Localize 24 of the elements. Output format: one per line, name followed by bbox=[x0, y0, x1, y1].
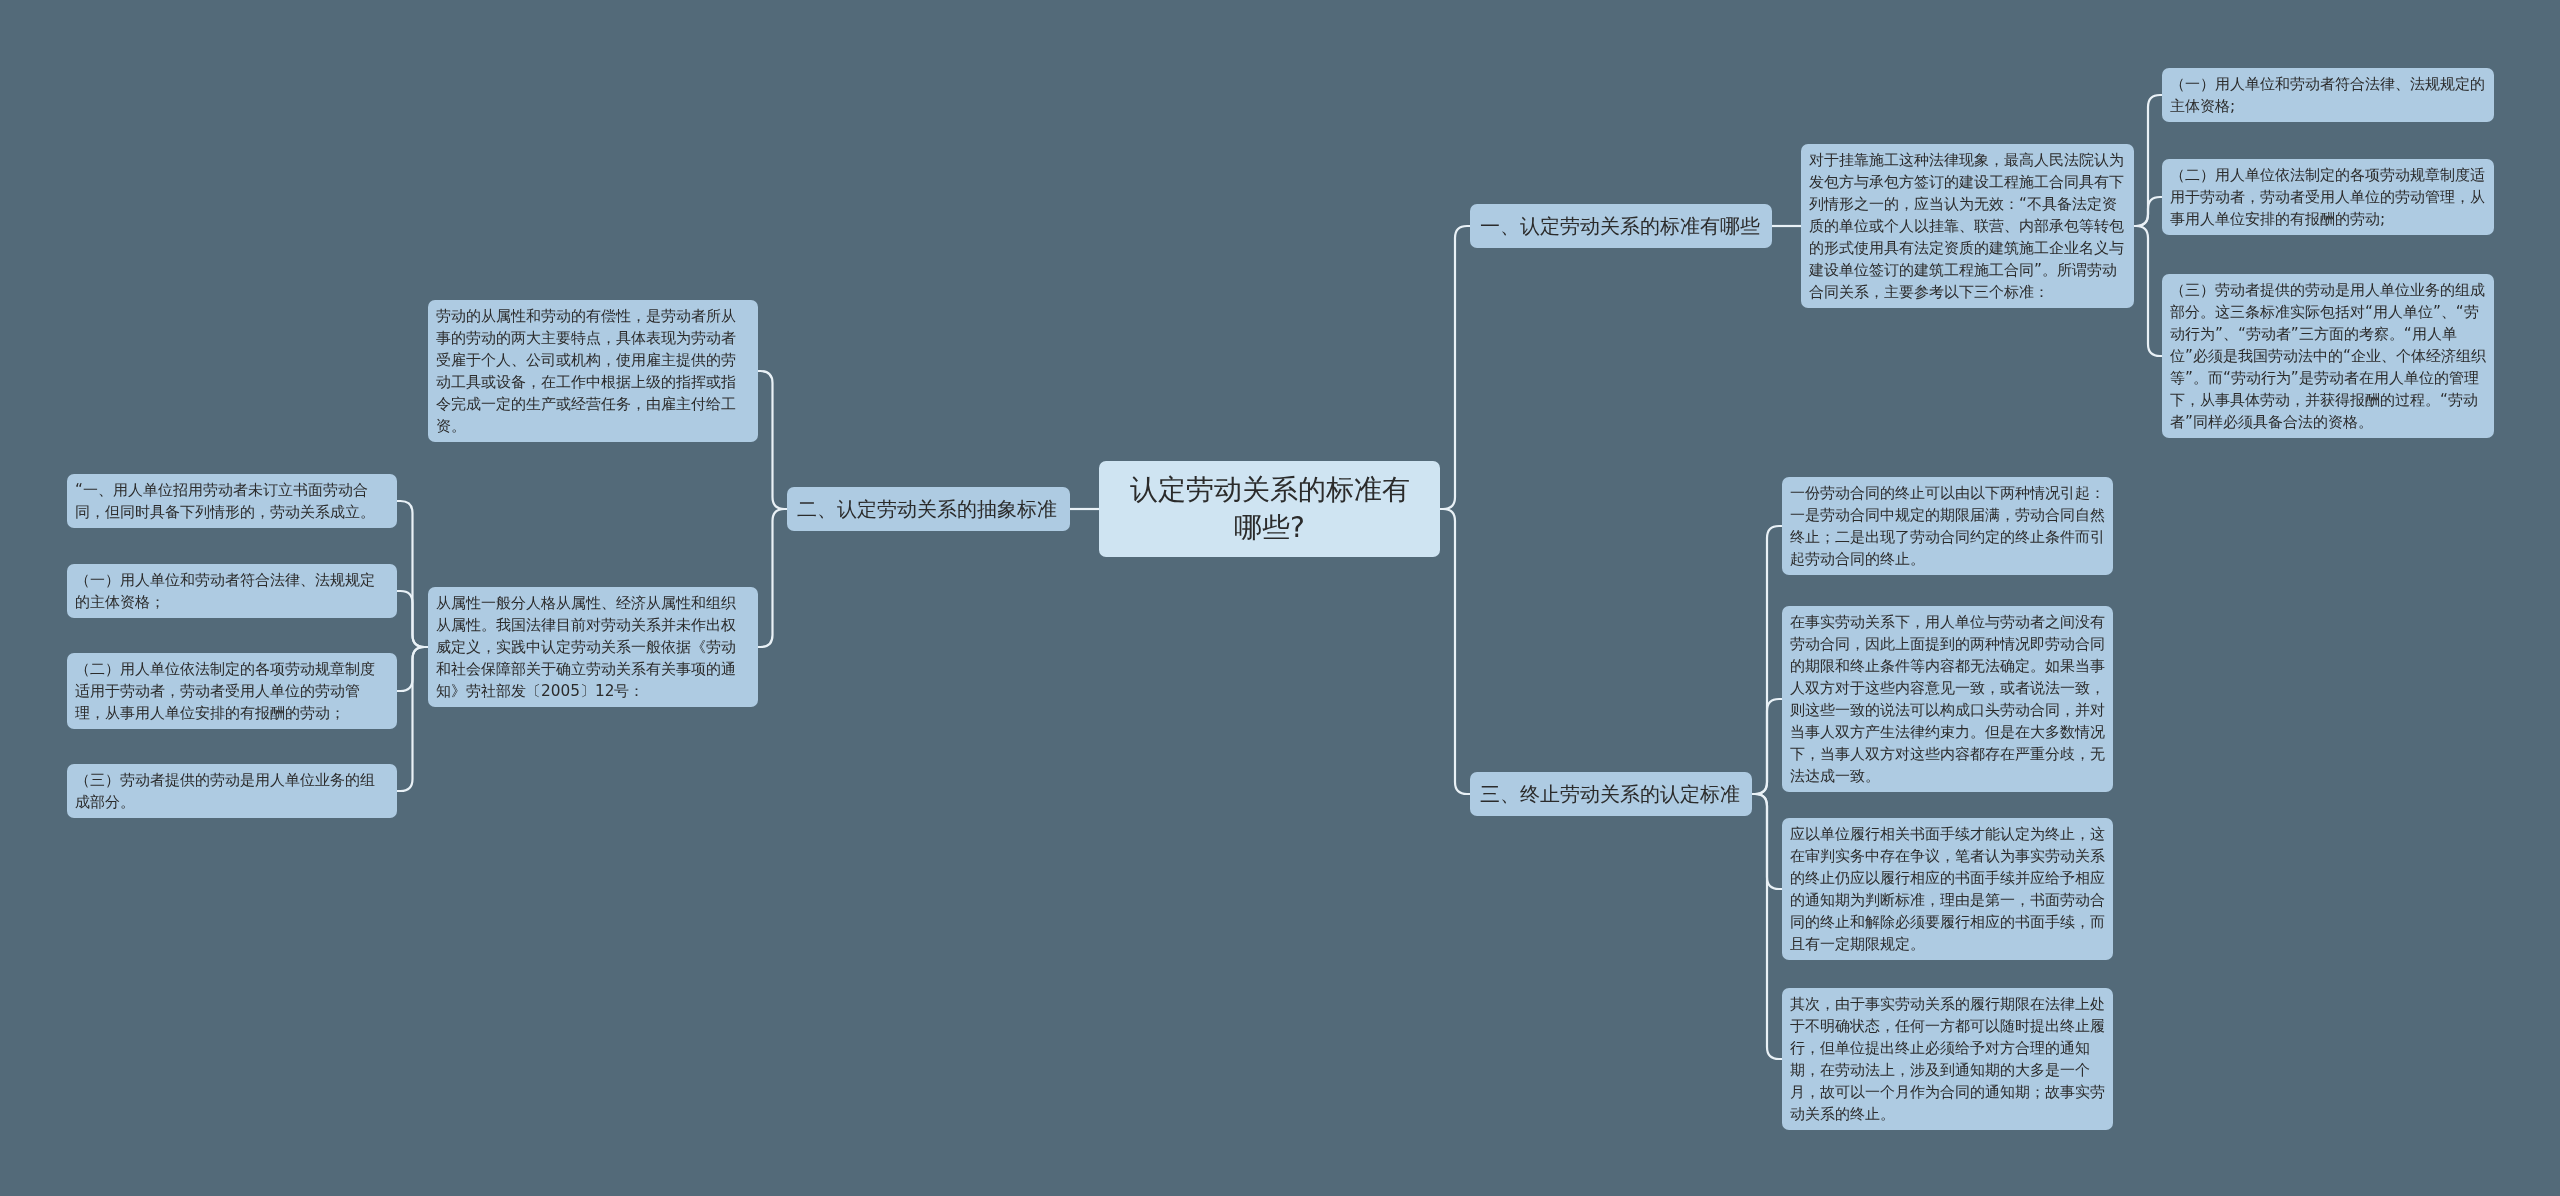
branch-box: 二、认定劳动关系的抽象标准 bbox=[787, 487, 1070, 531]
text-box: （三）劳动者提供的劳动是用人单位业务的组成部分。这三条标准实际包括对“用人单位”、“劳动行为”、“劳动者”三方面的考察。“用人单位”必须是我国劳动法中的“企业、个体经济组织等”。而“劳动行为”是劳动者在用人单位的管理下，从事具体劳动，并获得报酬的过程。“劳动者”同样必须具备合法的资格。 bbox=[2162, 274, 2494, 438]
text-box: “一、用人单位招用劳动者未订立书面劳动合同，但同时具备下列情形的，劳动关系成立。 bbox=[67, 474, 397, 528]
text-box: （二）用人单位依法制定的各项劳动规章制度适用于劳动者，劳动者受用人单位的劳动管理，从事用人单位安排的有报酬的劳动； bbox=[67, 653, 397, 729]
connector-line bbox=[758, 507, 787, 649]
text-box: 在事实劳动关系下，用人单位与劳动者之间没有劳动合同，因此上面提到的两种情况即劳动合同的期限和终止条件等内容都无法确定。如果当事人双方对于这些内容意见一致，或者说法一致，则这些一致的说法可以构成口头劳动合同，并对当事人双方产生法律约束力。但是在大多数情况下，当事人双方对这些内容都存在严重分歧，无法达成一致。 bbox=[1782, 606, 2113, 792]
topic-box: 认定劳动关系的标准有哪些? bbox=[1099, 461, 1440, 557]
connector-line bbox=[2134, 224, 2162, 358]
text-box: 对于挂靠施工这种法律现象，最高人民法院认为发包方与承包方签订的建设工程施工合同具有下列情形之一的，应当认为无效：“不具备法定资质的单位或个人以挂靠、联营、内部承包等转包的形式使用具有法定资质的建筑施工企业名义与建设单位签订的建筑工程施工合同”。所谓劳动合同关系，主要参考以下三个标准： bbox=[1801, 144, 2134, 308]
text-box: （三）劳动者提供的劳动是用人单位业务的组成部分。 bbox=[67, 764, 397, 818]
text-box: （一）用人单位和劳动者符合法律、法规规定的主体资格； bbox=[67, 564, 397, 618]
connector-line bbox=[1070, 507, 1099, 511]
connector-line bbox=[1772, 224, 1801, 228]
text-box: 劳动的从属性和劳动的有偿性，是劳动者所从事的劳动的两大主要特点，具体表现为劳动者受雇于个人、公司或机构，使用雇主提供的劳动工具或设备，在工作中根据上级的指挥或指令完成一定的生产或经营任务，由雇主付给工资。 bbox=[428, 300, 758, 442]
branch-box: 一、认定劳动关系的标准有哪些 bbox=[1470, 204, 1772, 248]
connector-line bbox=[1752, 792, 1782, 1061]
text-box: 应以单位履行相关书面手续才能认定为终止，这在审判实务中存在争议，笔者认为事实劳动关系的终止仍应以履行相应的书面手续并应给予相应的通知期为判断标准，理由是第一，书面劳动合同的终止和解除必须要履行相应的书面手续，而且有一定期限规定。 bbox=[1782, 818, 2113, 960]
text-box: （二）用人单位依法制定的各项劳动规章制度适用于劳动者，劳动者受用人单位的劳动管理，从事用人单位安排的有报酬的劳动; bbox=[2162, 159, 2494, 235]
connector-line bbox=[1440, 507, 1470, 796]
text-box: （一）用人单位和劳动者符合法律、法规规定的主体资格; bbox=[2162, 68, 2494, 122]
text-box: 从属性一般分人格从属性、经济从属性和组织从属性。我国法律目前对劳动关系并未作出权威定义，实践中认定劳动关系一般依据《劳动和社会保障部关于确立劳动关系有关事项的通知》劳社部发〔2005〕12号： bbox=[428, 587, 758, 707]
branch-box: 三、终止劳动关系的认定标准 bbox=[1470, 772, 1752, 816]
text-box: 其次，由于事实劳动关系的履行期限在法律上处于不明确状态，任何一方都可以随时提出终止履行，但单位提出终止必须给予对方合理的通知期，在劳动法上，涉及到通知期的大多是一个月，故可以一个月作为合同的通知期；故事实劳动关系的终止。 bbox=[1782, 988, 2113, 1130]
text-box: 一份劳动合同的终止可以由以下两种情况引起：一是劳动合同中规定的期限届满，劳动合同自然终止；二是出现了劳动合同约定的终止条件而引起劳动合同的终止。 bbox=[1782, 477, 2113, 575]
